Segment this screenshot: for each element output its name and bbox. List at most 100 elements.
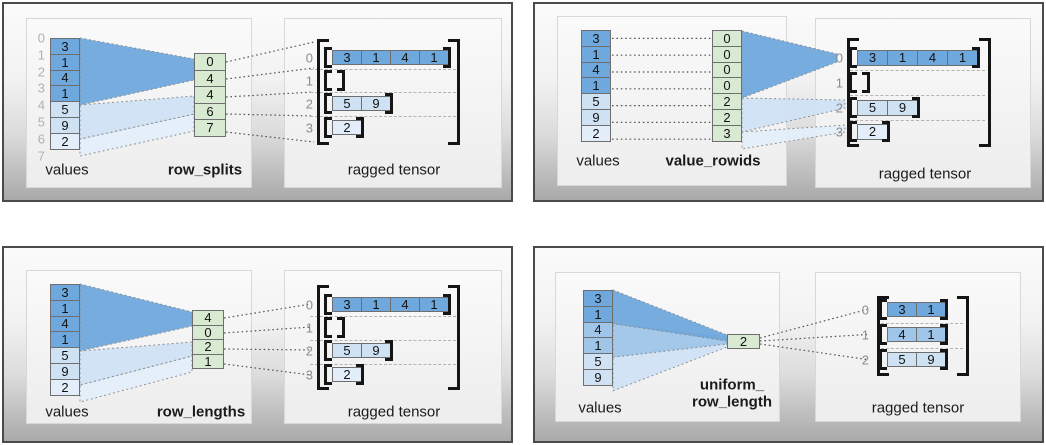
tensor-cell: 3 xyxy=(332,50,362,65)
tensor-bracket-right xyxy=(957,296,969,376)
values-cell: 4 xyxy=(581,61,611,79)
row-bracket-left xyxy=(324,340,332,361)
param-cell: 4 xyxy=(194,69,226,87)
tensor-bracket-left xyxy=(877,296,889,376)
values-index: 4 xyxy=(37,97,45,113)
param-cell: 6 xyxy=(194,102,226,120)
row-bracket-left xyxy=(324,117,332,138)
tensor-bracket-right xyxy=(448,39,460,145)
tensor-cell: 3 xyxy=(887,302,917,317)
row-bracket-right xyxy=(356,364,364,385)
tensor-row-index: 3 xyxy=(835,124,843,140)
values-cell: 4 xyxy=(50,315,80,333)
tensor-cell: 9 xyxy=(887,100,918,116)
values-cell: 1 xyxy=(583,337,613,355)
values-cell: 1 xyxy=(581,45,611,63)
row-separator xyxy=(310,339,456,341)
tensor-label: ragged tensor xyxy=(878,165,972,183)
param-cell: 7 xyxy=(194,119,226,137)
param-cell: 2 xyxy=(712,108,742,126)
param-cell: 1 xyxy=(192,353,224,369)
tensor-cell: 3 xyxy=(332,297,362,312)
tensor-cell: 2 xyxy=(332,120,362,135)
values-cell: 1 xyxy=(50,331,80,349)
tensor-label: ragged tensor xyxy=(347,403,441,421)
row-bracket-right xyxy=(385,93,393,114)
row-bracket-right xyxy=(443,294,451,315)
row-bracket-left xyxy=(879,324,887,345)
row-bracket-left xyxy=(324,294,332,315)
tensor-cell: 4 xyxy=(917,50,948,66)
row-separator xyxy=(310,92,456,93)
tensor-row-index: 2 xyxy=(835,100,843,116)
values-index: 7 xyxy=(37,148,45,164)
param-cell: 2 xyxy=(712,93,742,110)
values-cell: 3 xyxy=(581,30,611,47)
values-cell: 3 xyxy=(583,290,613,307)
row-separator xyxy=(310,116,456,117)
param-cell: 0 xyxy=(712,45,742,63)
tensor-cell: 5 xyxy=(332,96,362,111)
values-cell: 9 xyxy=(583,368,613,386)
row-separator xyxy=(850,70,985,71)
row-bracket-left xyxy=(849,121,857,142)
tensor-bracket-left xyxy=(317,39,329,145)
values-index: 3 xyxy=(37,80,45,96)
row-bracket-right xyxy=(912,97,920,118)
tensor-row-index: 0 xyxy=(305,297,313,312)
param-cell: 2 xyxy=(727,334,760,349)
tensor-bracket-right xyxy=(448,285,460,390)
values-label: values xyxy=(576,152,620,170)
param-cell: 0 xyxy=(194,53,226,71)
tensor-box xyxy=(284,18,502,188)
tensor-row-index: 2 xyxy=(305,343,313,358)
tensor-cell: 1 xyxy=(361,50,391,65)
tensor-cell: 9 xyxy=(361,343,391,358)
tensor-bracket-right xyxy=(979,38,991,147)
param-cell: 0 xyxy=(192,324,224,340)
tensor-label: ragged tensor xyxy=(347,161,441,179)
row-bracket-right xyxy=(337,70,345,91)
tensor-cell: 2 xyxy=(332,367,362,382)
values-cell: 9 xyxy=(50,362,80,380)
tensor-cell: 5 xyxy=(887,352,917,367)
tensor-cell: 5 xyxy=(332,343,362,358)
param-cell: 4 xyxy=(192,310,224,326)
values-cell: 1 xyxy=(581,77,611,95)
param-label-line: uniform_ xyxy=(699,376,765,394)
values-cell: 3 xyxy=(50,284,80,301)
values-cell: 9 xyxy=(50,116,80,134)
param-cell: 2 xyxy=(192,339,224,355)
row-separator xyxy=(310,68,456,70)
tensor-cell: 1 xyxy=(887,50,918,66)
tensor-row: 2 xyxy=(332,120,362,135)
tensor-cell: 1 xyxy=(361,297,391,312)
values-cell: 5 xyxy=(581,93,611,110)
tensor-box xyxy=(284,270,502,424)
values-cell: 5 xyxy=(50,347,80,364)
tensor-row-index: 1 xyxy=(305,73,313,88)
param-cell: 0 xyxy=(712,61,742,79)
row-bracket-right xyxy=(337,317,345,338)
param-label: row_lengths xyxy=(156,403,246,421)
row-separator xyxy=(310,316,456,317)
values-cell: 4 xyxy=(50,69,80,87)
row-separator xyxy=(310,363,456,365)
values-cell: 1 xyxy=(583,305,613,323)
values-index: 2 xyxy=(37,64,45,80)
